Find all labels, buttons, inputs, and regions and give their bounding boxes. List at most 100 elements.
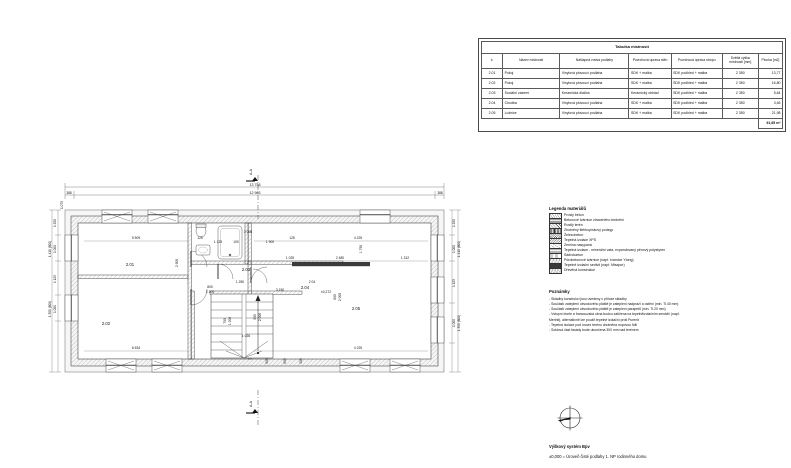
legend-label: Tepelná izolace XPS <box>564 238 597 243</box>
cell-no: 2.04 <box>480 98 504 109</box>
swatch-icon <box>549 268 562 274</box>
notes-block: Poznámky - Skladby konstrukcí jsou uvede… <box>549 289 764 333</box>
cell-name: Sociální zázemí <box>502 88 561 99</box>
svg-text:A-A: A-A <box>249 400 253 407</box>
cell-walls: SDK + malba <box>628 108 672 119</box>
table-total-row: 61,65 m² <box>482 118 784 129</box>
dim-left-end: 388 <box>66 191 72 195</box>
room-label-2-01: 2.01 <box>126 262 135 267</box>
table-header-row: č. Název místnosti Nášlapná vrstva podla… <box>480 53 784 69</box>
dim-4225-top: 4 225 <box>354 236 362 240</box>
col-height: Světlá výška místnosti [mm] <box>721 53 759 69</box>
legend-label: Betonové tvárnice ztraceného bednění <box>564 218 624 223</box>
rdim-1350: 1 350 (800) <box>457 315 461 331</box>
cell-area: 13,77 <box>757 68 784 79</box>
legend-label: Rostlý terén <box>564 223 583 228</box>
cell-name: Pokoj <box>502 78 561 89</box>
rdim-1125: 1 125 <box>452 279 456 287</box>
dim-overall-top: 13 758 <box>250 183 261 187</box>
dim-1312: 1 312 <box>401 256 409 260</box>
legend-label: Tepelná izolace - minerální vata, expand… <box>564 248 666 253</box>
dim-2000b: 2 000 <box>258 313 262 321</box>
legend-label: Dřevěná konstrukce <box>564 268 596 273</box>
dim-1750: 1 750 <box>359 245 363 253</box>
dim-3150: 3 150 <box>276 288 284 292</box>
section-mark-top: A-A <box>246 168 259 219</box>
dim-1200: 1 200 <box>228 317 232 325</box>
dim-1250: 1 250 <box>236 280 244 284</box>
dim-2480: 2 480 <box>336 256 344 260</box>
material-legend: Legenda materiálů Prostý beton Betonové … <box>549 206 749 274</box>
dim-700: 700 <box>223 318 227 324</box>
cell-no: 2.02 <box>480 78 504 89</box>
cell-walls: SDK + malba <box>628 98 672 109</box>
note-item: Merinit), alternativně lze použít tepeln… <box>549 317 639 322</box>
cell-no: 2.05 <box>480 108 504 119</box>
legend-item: Dřevěná konstrukce <box>549 268 749 274</box>
room-label-2-04: 2.04 <box>301 285 310 290</box>
note-item: - Vstupní dveře a francouzská okna budou… <box>549 312 680 317</box>
cell-walls: Keramický obklad <box>628 88 672 99</box>
room-number-labels: 2.01 2.02 2.03 2.04 2.05 <box>102 262 361 326</box>
cell-height: 2 350 <box>721 108 759 119</box>
north-arrow-icon <box>556 404 584 432</box>
table-row: 2.04 Chodba Vinylová plovoucí podlaha SD… <box>480 98 784 109</box>
section-mark-bottom: A-A <box>246 390 259 427</box>
cell-walls: SDK + malba <box>628 68 672 79</box>
ldim-1000b: 1 000 <box>53 305 57 313</box>
rdim-1000: 1 000 <box>452 245 456 253</box>
legend-label: Pórobetonové tvárnice (např. tvárnice Yt… <box>564 258 634 263</box>
dim-900c: 900 <box>283 358 287 364</box>
table-row: 2.03 Sociální zázemí Keramická dlažba Ke… <box>480 88 784 99</box>
dim-800a: 800 <box>207 285 213 289</box>
col-ceiling: Povrchová úprava stropu <box>670 53 723 69</box>
table-row: 2.01 Pokoj Vinylová plovoucí podlaha SDK… <box>480 68 784 79</box>
dim-2900: 2 900 <box>175 259 179 267</box>
dim-125a: 125 <box>197 236 203 240</box>
cell-name: Chodba <box>502 98 561 109</box>
ldim-1125: 1 125 <box>53 275 57 283</box>
legend-label: Zemina nasypaná <box>564 243 592 248</box>
col-no: č. <box>480 53 504 69</box>
dim-4225-bot: 4 225 <box>354 346 362 350</box>
room-label-2-05: 2.05 <box>352 306 361 311</box>
note-item: - Součástí zateplení obvodového pláště j… <box>549 307 666 312</box>
cell-ceiling: SDK podhled + malba <box>670 78 723 89</box>
height-system-title: Výškový systém Bpv <box>549 444 590 449</box>
col-name: Název místnosti <box>502 53 561 69</box>
cell-area: 5,64 <box>757 88 784 99</box>
ldim-1250: 1 250 <box>53 219 57 227</box>
dim-5509: 5 509 <box>132 236 140 240</box>
dim-6634: 6 634 <box>132 346 140 350</box>
cell-name: Ložnice <box>502 108 561 119</box>
dim-100: 100 <box>233 240 239 244</box>
room-schedule-table: Tabulka místností č. Název místnosti Náš… <box>480 41 784 129</box>
cell-height: 2 350 <box>721 98 759 109</box>
legend-label: Zhutněný štěrkopískový podsyp <box>564 228 614 233</box>
note-item: - Tepelná izolace pod úrovní terénu chrá… <box>549 322 638 327</box>
cell-ceiling: SDK podhled + malba <box>670 88 723 99</box>
dim-500: 500 <box>265 358 269 364</box>
col-walls: Povrchová úprava stěn <box>628 53 672 69</box>
dim-1026: 1 026 <box>242 334 250 338</box>
col-area: Plocha [m2] <box>757 53 784 69</box>
beam-element <box>292 262 370 267</box>
cell-ceiling: SDK podhled + malba <box>670 68 723 79</box>
height-system-datum: ±0,000 = Úroveň čisté podlahy 1. NP rodi… <box>549 454 647 459</box>
dim-300: 300 <box>299 358 303 364</box>
dim-2100: 2 100 <box>206 290 214 294</box>
total-area: 61,65 m² <box>757 118 784 129</box>
legend-label: Prostý beton <box>564 213 584 218</box>
cell-walls: SDK + malba <box>628 78 672 89</box>
notes-title: Poznámky <box>549 289 570 294</box>
dim-right-end: 388 <box>437 191 443 195</box>
cell-floor: Vinylová plovoucí podlaha <box>559 78 630 89</box>
legend-label: Sádrokarton <box>564 253 584 258</box>
legend-label: Tepelně izolační sedivit (např. Misapor) <box>564 263 625 268</box>
note-item: - Součástí zateplení obvodového pláště j… <box>549 301 679 306</box>
level-0272: ±0,272 <box>321 290 331 294</box>
note-item: - Skladby konstrukcí jsou uvedeny v příl… <box>549 296 627 301</box>
cell-height: 2 350 <box>721 68 759 79</box>
legend-title: Legenda materiálů <box>549 206 587 211</box>
room-label-2-03: 2.03 <box>242 267 251 272</box>
